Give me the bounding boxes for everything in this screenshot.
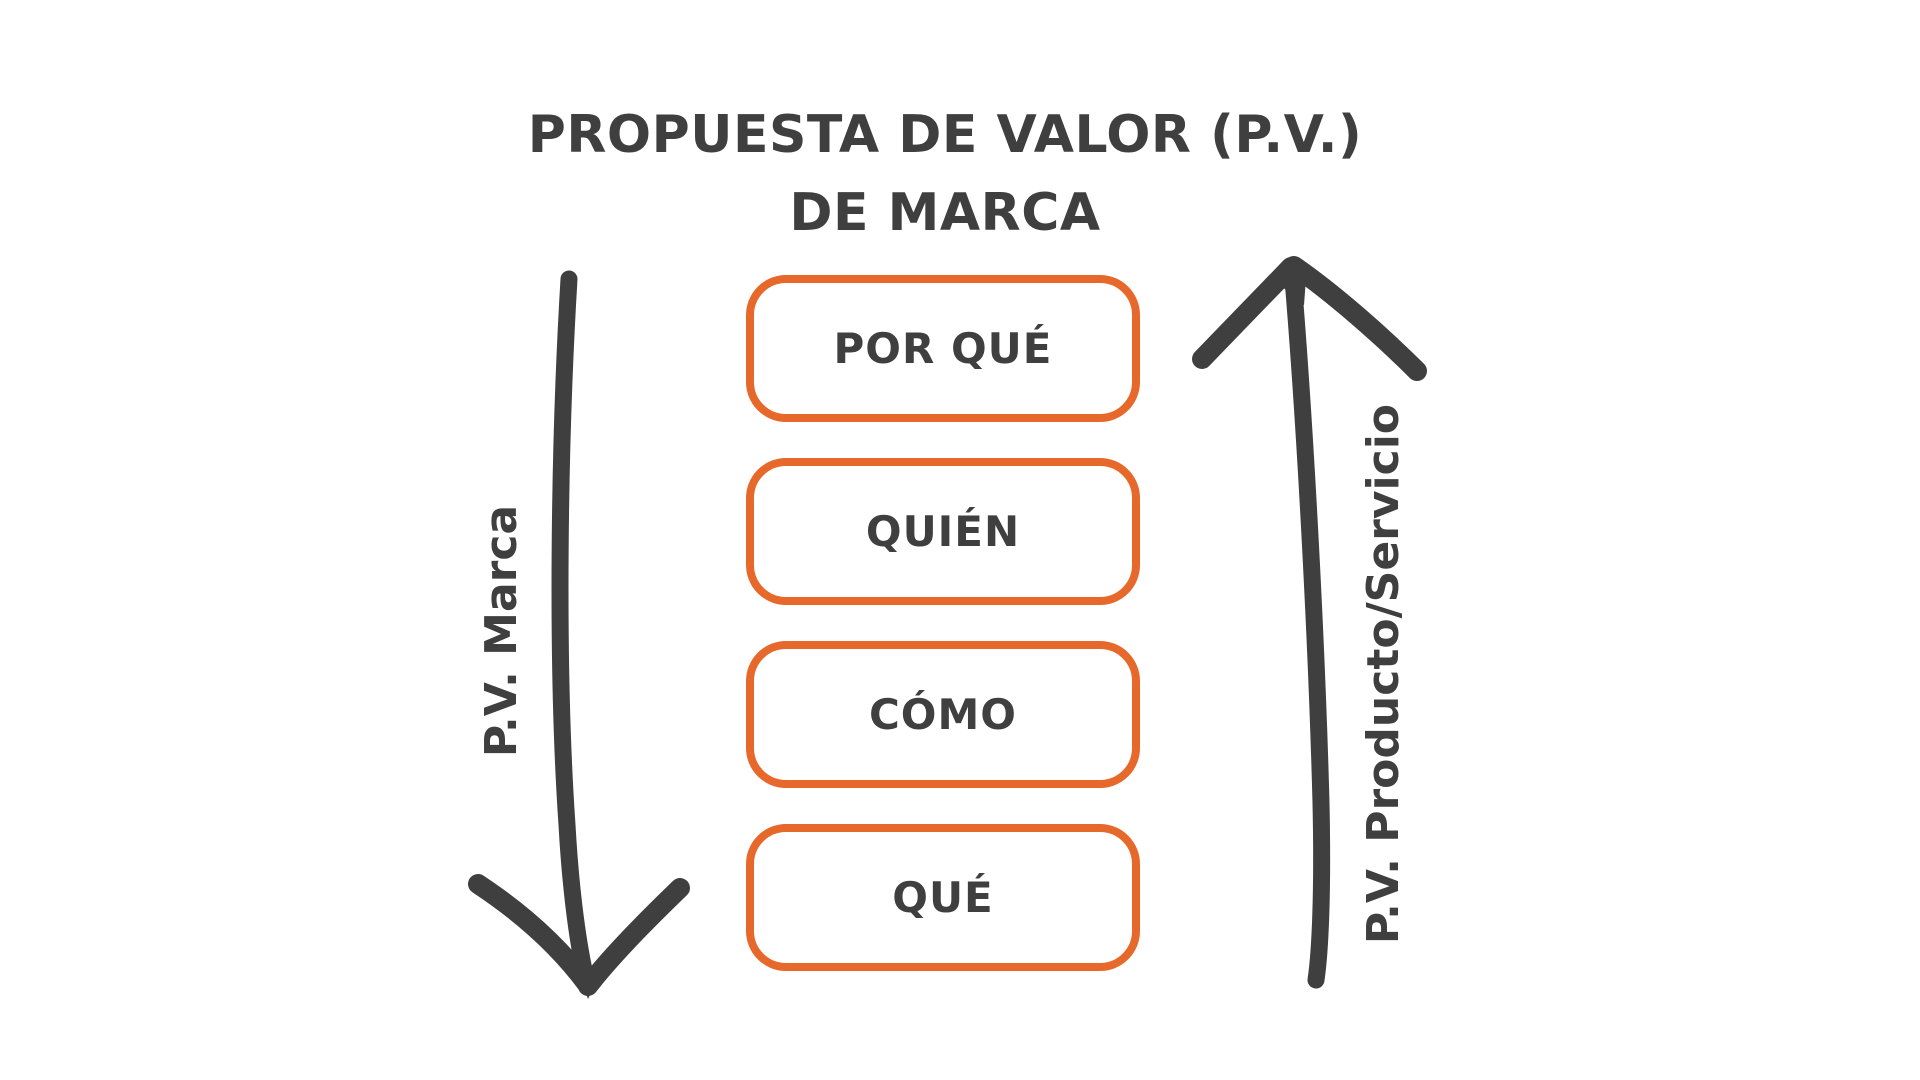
page-title-line2: DE MARCA xyxy=(789,183,1101,243)
box-que: QUÉ xyxy=(746,824,1140,971)
down-arrow-icon xyxy=(468,270,690,999)
value-box-stack: POR QUÉ QUIÉN CÓMO QUÉ xyxy=(746,275,1140,971)
box-quien: QUIÉN xyxy=(746,458,1140,605)
up-arrow-icon xyxy=(1192,256,1427,989)
box-que-label: QUÉ xyxy=(892,873,994,922)
page-title: PROPUESTA DE VALOR (P.V.) DE MARCA xyxy=(200,96,1690,252)
box-como-label: CÓMO xyxy=(868,690,1018,739)
page-title-line1: PROPUESTA DE VALOR (P.V.) xyxy=(527,105,1363,165)
left-arrow-label: P.V. Marca xyxy=(476,504,527,758)
right-arrow-label: P.V. Producto/Servicio xyxy=(1358,403,1409,945)
box-por-que: POR QUÉ xyxy=(746,275,1140,422)
box-como: CÓMO xyxy=(746,641,1140,788)
box-quien-label: QUIÉN xyxy=(865,507,1021,556)
box-por-que-label: POR QUÉ xyxy=(833,324,1053,373)
